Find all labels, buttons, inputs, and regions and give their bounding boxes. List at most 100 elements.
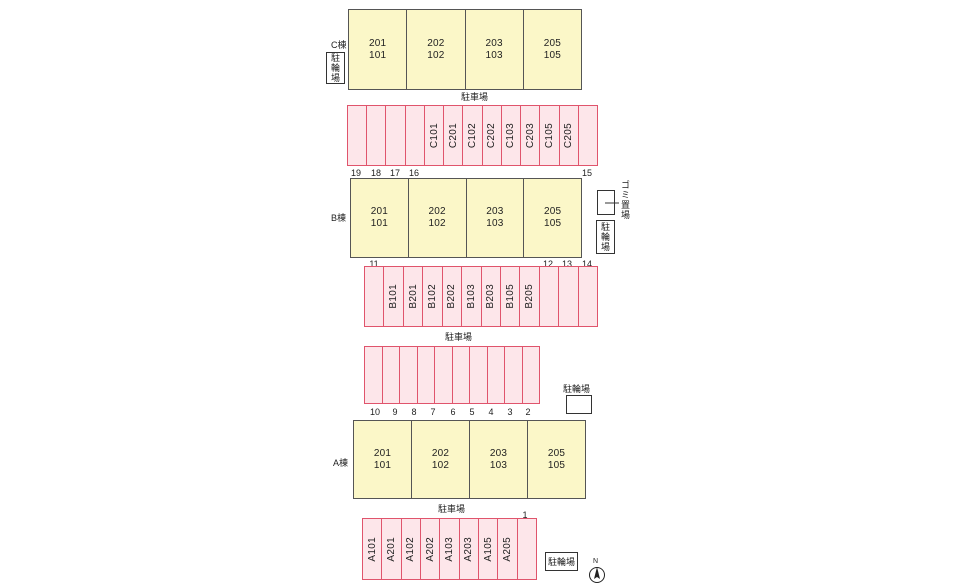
bicycle-parking-c-label: 駐輪場 (330, 53, 340, 83)
parking-space: C205 (558, 106, 578, 165)
garbage-leader-line (605, 202, 619, 204)
parking-space: A205 (497, 519, 516, 579)
parking-space: C201 (443, 106, 462, 165)
space-number: 16 (408, 168, 420, 178)
space-number: 10 (369, 407, 381, 417)
parking-space: A201 (381, 519, 400, 579)
bicycle-parking-label-mid: 駐輪場 (563, 384, 591, 394)
parking-space: B203 (480, 267, 500, 326)
space-number: 1 (522, 510, 528, 520)
parking-space: C103 (500, 106, 520, 165)
parking-space (416, 347, 435, 403)
space-number: 9 (392, 407, 398, 417)
parking-lot-c: C101 C201 C102 C202 C103 C203 C105 C205 (347, 105, 598, 166)
parking-space: A203 (458, 519, 478, 579)
space-number: 12 (542, 259, 554, 269)
parking-space (469, 347, 487, 403)
parking-space (404, 106, 424, 165)
space-number: 18 (370, 168, 382, 178)
space-number: 15 (581, 168, 593, 178)
parking-space: B202 (441, 267, 461, 326)
building-c-label: C棟 (331, 40, 347, 50)
parking-space: B101 (383, 267, 402, 326)
garbage-area-label: ゴミ置場 (620, 180, 630, 220)
parking-space (451, 347, 470, 403)
parking-space (504, 347, 522, 403)
parking-space: B105 (499, 267, 519, 326)
parking-space (577, 106, 597, 165)
parking-space: A202 (419, 519, 439, 579)
bicycle-parking-b: 駐輪場 (596, 220, 615, 254)
building-a-label: A棟 (333, 458, 349, 468)
parking-space: A103 (439, 519, 458, 579)
parking-space: B201 (402, 267, 422, 326)
north-arrow-icon: N (586, 558, 608, 584)
space-number: 8 (411, 407, 417, 417)
parking-space: B102 (422, 267, 441, 326)
parking-lot-middle (364, 346, 540, 404)
parking-space (385, 106, 404, 165)
parking-space: C203 (520, 106, 539, 165)
parking-space (577, 267, 597, 326)
space-number: 7 (430, 407, 436, 417)
space-number: 3 (507, 407, 513, 417)
space-number: 13 (561, 259, 573, 269)
parking-space: A105 (477, 519, 497, 579)
parking-space (365, 267, 383, 326)
parking-space (381, 347, 400, 403)
bicycle-parking-a-label: 駐輪場 (547, 557, 575, 567)
bicycle-parking-mid (566, 395, 592, 414)
space-number: 4 (488, 407, 494, 417)
parking-label-1: 駐車場 (461, 92, 489, 102)
parking-lot-b: B101 B201 B102 B202 B103 B203 B105 B205 (364, 266, 598, 327)
parking-space: C202 (481, 106, 501, 165)
space-number: 11 (369, 259, 379, 269)
parking-space (434, 347, 452, 403)
parking-space: B103 (461, 267, 480, 326)
parking-space (538, 267, 558, 326)
parking-space (366, 106, 385, 165)
building-b-label: B棟 (331, 213, 347, 223)
parking-space (399, 347, 417, 403)
parking-space: A101 (366, 536, 378, 562)
parking-space (558, 267, 577, 326)
parking-space: A102 (400, 519, 420, 579)
parking-space (348, 106, 366, 165)
parking-space: C101 (423, 106, 443, 165)
parking-space: C105 (539, 106, 558, 165)
space-number: 17 (389, 168, 401, 178)
space-number: 6 (450, 407, 456, 417)
parking-space: B205 (519, 267, 538, 326)
bicycle-parking-b-label: 駐輪場 (600, 222, 610, 252)
parking-space (365, 347, 382, 403)
parking-space (521, 347, 540, 403)
space-number: 5 (469, 407, 475, 417)
bicycle-parking-c: 駐輪場 (326, 52, 345, 84)
parking-label-3: 駐車場 (438, 504, 466, 514)
parking-label-2: 駐車場 (445, 332, 473, 342)
parking-space (486, 347, 505, 403)
space-number: 14 (581, 259, 593, 269)
space-number: 19 (350, 168, 362, 178)
bicycle-parking-a: 駐輪場 (545, 552, 578, 571)
parking-lot-a: A101 A201 A102 A202 A103 A203 A105 A205 (362, 518, 537, 580)
space-number: 2 (525, 407, 531, 417)
parking-space: C102 (462, 106, 481, 165)
parking-space (516, 519, 536, 579)
